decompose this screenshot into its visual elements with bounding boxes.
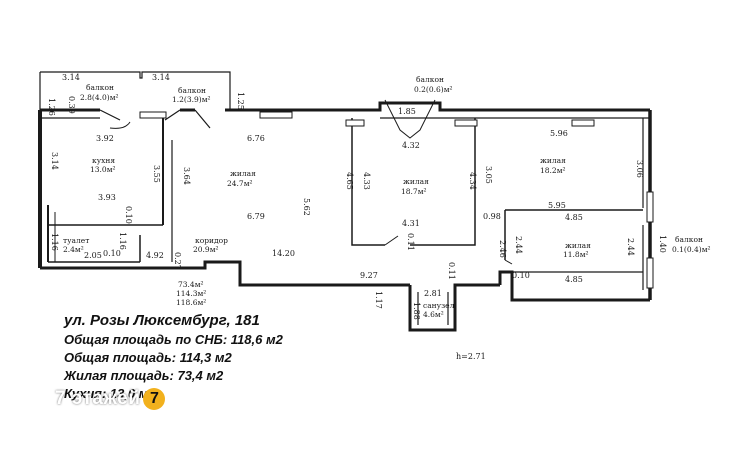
dim-label: 3.06 (635, 160, 644, 178)
dim-label: 2.44 (626, 238, 635, 256)
living4-area: 11.8м² (563, 250, 589, 259)
doors (109, 121, 513, 265)
living1-area: 24.7м² (227, 179, 253, 188)
watermark-logo: 7 этажей 7 (55, 384, 166, 414)
dim-label: 1.26 (47, 98, 56, 116)
dim-label: 1.16 (50, 233, 59, 251)
balcony-top-area: 0.2(0.6)м² (414, 85, 453, 94)
dim-label: 0.11 (447, 262, 456, 280)
living2-name: жилая (403, 177, 429, 186)
dim-label: 2.46 (498, 240, 507, 258)
living3-name: жилая (540, 156, 566, 165)
balcony-right-area: 0.1(0.4)м² (672, 245, 711, 254)
dim-label: 2.81 (424, 289, 442, 298)
logo-badge-icon: 7 (143, 388, 166, 410)
dim-label: 3.55 (152, 165, 161, 183)
living2-area: 18.7м² (401, 187, 427, 196)
dim-label: 3.92 (96, 134, 114, 143)
dim-label: 1.40 (658, 235, 667, 253)
dim-label: 3.05 (484, 166, 493, 184)
windows (139, 111, 654, 289)
dim-label: 4.32 (402, 141, 420, 150)
dim-label: 0.10 (103, 249, 121, 258)
dim-label: 0.27 (173, 252, 182, 270)
dim-label: 4.33 (362, 172, 371, 190)
balconies (39, 71, 436, 139)
room-labels: балкон 2.8(4.0)м² балкон 1.2(3.9)м² балк… (63, 75, 711, 319)
living3-area: 18.2м² (540, 166, 566, 175)
total-line3: 118.6м² (176, 298, 206, 307)
logo-text: 7 этажей (55, 388, 141, 409)
corridor-name: коридор (195, 236, 228, 245)
dim-label: 0.98 (483, 212, 501, 221)
kitchen-name: кухня (92, 156, 115, 165)
walls (38, 101, 652, 332)
bathroom-name: санузел (423, 301, 455, 310)
dimension-labels: 3.14 3.14 1.26 0.39 1.25 1.85 3.92 6.76 … (47, 73, 667, 361)
dim-label: 4.31 (402, 219, 420, 228)
balcony-top-name: балкон (416, 75, 444, 84)
living4-name: жилая (565, 241, 591, 250)
dim-label: 5.96 (550, 129, 568, 138)
dim-label: 1.85 (398, 107, 416, 116)
bathroom-area: 4.6м² (423, 310, 444, 319)
balcony-mid-area: 1.2(3.9)м² (172, 95, 211, 104)
dim-label: 3.64 (182, 167, 191, 185)
dim-label: 0.10 (512, 271, 530, 280)
dim-label: 0.39 (67, 96, 76, 114)
living1-name: жилая (230, 169, 256, 178)
kitchen-area: 13.0м² (90, 165, 116, 174)
info-line-total: Общая площадь: 114,3 м2 (64, 350, 232, 365)
ceiling-height: h=2.71 (456, 352, 486, 361)
dim-label: 4.85 (565, 275, 583, 284)
info-line-living: Жилая площадь: 73,4 м2 (64, 368, 224, 383)
dim-label: 2.05 (84, 251, 102, 260)
dim-label: 5.62 (302, 198, 311, 216)
balcony-mid-name: балкон (178, 86, 206, 95)
total-line1: 73.4м² (178, 280, 204, 289)
dim-label: 1.25 (236, 92, 245, 110)
info-line-total-snb: Общая площадь по СНБ: 118,6 м2 (64, 332, 283, 347)
dim-label: 3.14 (50, 152, 59, 170)
dim-label: 5.95 (548, 201, 566, 210)
dim-label: 6.79 (247, 212, 265, 221)
dim-label: 0.11 (406, 233, 415, 251)
address-title: ул. Розы Люксембург, 181 (64, 312, 260, 329)
dim-label: 3.93 (98, 193, 116, 202)
dim-label: 4.85 (565, 213, 583, 222)
dim-label: 1.16 (118, 232, 127, 250)
dim-label: 1.17 (374, 291, 383, 309)
dim-label: 3.14 (152, 73, 170, 82)
dim-label: 4.92 (146, 251, 164, 260)
info-line-kitchen: Кухня: 13,0 м2 (64, 386, 156, 401)
dim-label: 1.88 (412, 302, 421, 320)
dim-label: 9.27 (360, 271, 378, 280)
dim-label: 4.65 (345, 172, 354, 190)
balcony-left-name: балкон (86, 83, 114, 92)
dim-label: 2.44 (514, 236, 523, 254)
balcony-left-area: 2.8(4.0)м² (80, 93, 119, 102)
corridor-area: 20.9м² (193, 245, 219, 254)
toilet-name: туалет (63, 236, 89, 245)
total-line2: 114.3м² (176, 289, 206, 298)
dim-label: 14.20 (272, 249, 295, 258)
balcony-right-name: балкон (675, 235, 703, 244)
dim-label: 6.76 (247, 134, 265, 143)
toilet-area: 2.4м² (63, 245, 84, 254)
dim-label: 0.10 (124, 206, 133, 224)
dim-label: 4.34 (468, 172, 477, 190)
dim-label: 3.14 (62, 73, 80, 82)
